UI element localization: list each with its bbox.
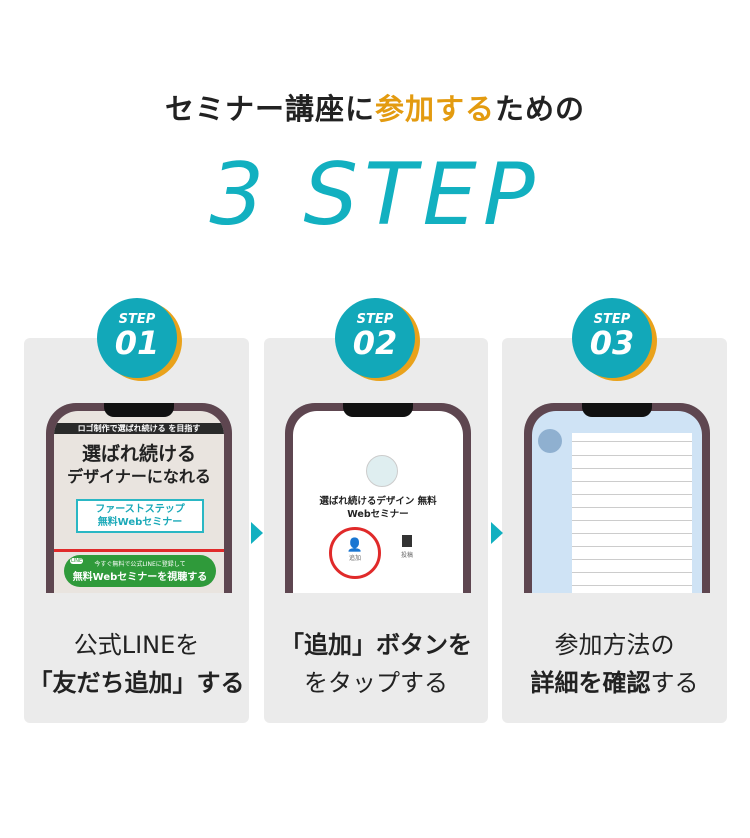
- step-label: STEP: [356, 312, 394, 327]
- caption-line-1: 「追加」ボタンを: [280, 631, 472, 659]
- caption-bold: 詳細を確認: [530, 669, 651, 697]
- arrow-right-icon: [251, 522, 263, 544]
- arrow-right-icon: [491, 522, 503, 544]
- add-friend-button[interactable]: 👤 追加: [329, 527, 381, 579]
- avatar-icon: [538, 429, 562, 453]
- step-2-caption: 「追加」ボタンををタップする: [264, 626, 488, 702]
- post-icon: [402, 535, 412, 547]
- screen-headline-2: デザイナーになれる: [67, 467, 211, 486]
- phone-screen: ロゴ制作で選ばれ続ける を目指す 選ばれ続ける デザイナーになれる ファーストス…: [54, 411, 224, 593]
- phone-mockup-1: ロゴ制作で選ばれ続ける を目指す 選ばれ続ける デザイナーになれる ファーストス…: [46, 403, 232, 593]
- caption-line-2: 「友だち追加」する: [28, 669, 245, 697]
- phone-mockup-3: [524, 403, 710, 593]
- add-user-icon: 👤: [346, 538, 364, 553]
- screen-headline-1: 選ばれ続ける: [81, 443, 196, 465]
- screen-top-banner: ロゴ制作で選ばれ続ける を目指す: [54, 423, 224, 434]
- line-register-button[interactable]: LINE 今すぐ無料で公式LINEに登録して 無料Webセミナーを視聴する: [64, 555, 216, 587]
- step-number: 01: [114, 324, 160, 362]
- message-bubble: [572, 433, 692, 593]
- post-button[interactable]: 投稿: [397, 535, 417, 559]
- caption-line-1: 公式LINEを: [73, 631, 200, 659]
- phone-notch: [582, 403, 652, 417]
- phone-notch: [104, 403, 174, 417]
- phone-notch: [343, 403, 413, 417]
- button-label: 無料Webセミナーを視聴する: [72, 572, 208, 583]
- title-text: セミナー講座に: [164, 92, 375, 126]
- account-name: 選ばれ続けるデザイン 無料 Webセミナー: [293, 495, 463, 521]
- seminar-box-line-1: ファーストステップ: [95, 504, 185, 515]
- button-subtext: 今すぐ無料で公式LINEに登録して: [94, 561, 186, 568]
- title-highlight: 参加する: [374, 92, 495, 126]
- title-text-end: ための: [495, 92, 586, 126]
- step-number: 02: [352, 324, 398, 362]
- caption-line-1: 参加方法の: [554, 631, 675, 659]
- phone-screen: 選ばれ続けるデザイン 無料 Webセミナー 👤 追加 投稿: [293, 411, 463, 593]
- step-label: STEP: [118, 312, 156, 327]
- page-title: セミナー講座に参加するための: [0, 86, 750, 128]
- step-number: 03: [589, 324, 635, 362]
- caption-line-2: をタップする: [304, 669, 448, 697]
- post-label: 投稿: [400, 552, 413, 559]
- add-label: 追加: [348, 555, 361, 562]
- step-1-caption: 公式LINEを「友だち追加」する: [24, 626, 249, 702]
- three-step-heading: 3 STEP: [209, 145, 541, 245]
- screen-seminar-box: ファーストステップ無料Webセミナー: [76, 499, 204, 533]
- account-avatar: [366, 455, 398, 487]
- caption-end: する: [650, 669, 699, 697]
- highlight-frame: [54, 549, 224, 593]
- caption-line-2: 詳細を確認する: [502, 664, 727, 702]
- step-label: STEP: [593, 312, 631, 327]
- phone-mockup-2: 選ばれ続けるデザイン 無料 Webセミナー 👤 追加 投稿: [285, 403, 471, 593]
- line-logo-icon: LINE: [70, 558, 84, 564]
- account-name-line-2: Webセミナー: [347, 509, 409, 520]
- phone-screen: [532, 411, 702, 593]
- seminar-box-line-2: 無料Webセミナー: [97, 517, 183, 528]
- account-name-line-1: 選ばれ続けるデザイン 無料: [319, 496, 437, 507]
- step-3-caption: 参加方法の詳細を確認する: [502, 626, 727, 702]
